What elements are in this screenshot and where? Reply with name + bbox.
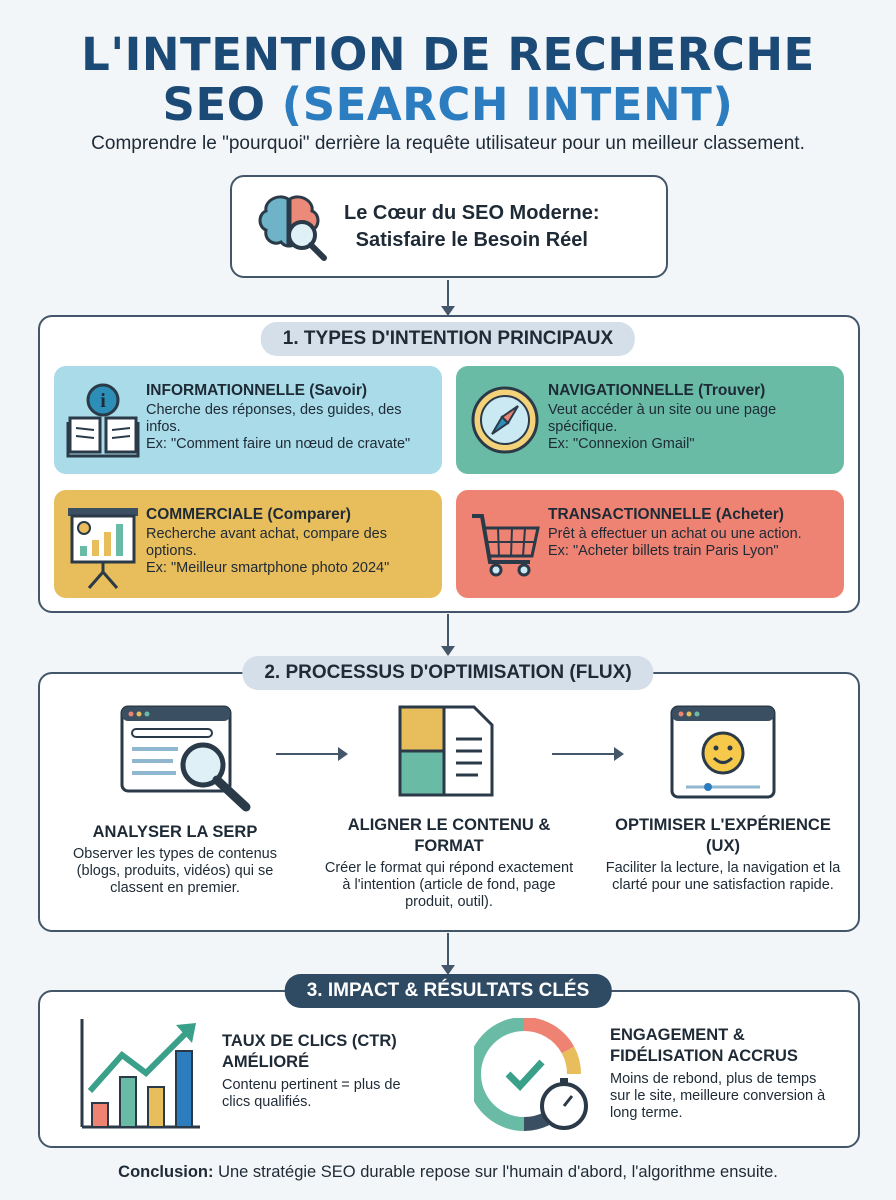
impact-item: ENGAGEMENT & FIDÉLISATION ACCRUS Moins de… bbox=[610, 1025, 830, 1122]
presentation-chart-icon bbox=[66, 502, 146, 598]
browser-search-icon bbox=[120, 705, 251, 812]
impact-item: TAUX DE CLICS (CTR) AMÉLIORÉ Contenu pert… bbox=[222, 1031, 422, 1111]
impact-text: Contenu pertinent = plus de clics qualif… bbox=[222, 1077, 401, 1110]
puzzle-document-icon bbox=[398, 705, 494, 797]
intent-card: i INFORMATIONNELLE (Savoir) Cherche des ré… bbox=[54, 366, 442, 474]
impact-text: Moins de rebond, plus de temps sur le si… bbox=[610, 1071, 826, 1121]
intent-example: Ex: "Comment faire un nœud de cravate" bbox=[146, 436, 411, 452]
flow-arrow bbox=[441, 280, 455, 316]
impact-title: ENGAGEMENT & FIDÉLISATION ACCRUS bbox=[610, 1026, 798, 1065]
section1-label: 1. TYPES D'INTENTION PRINCIPAUX bbox=[260, 322, 636, 356]
intent-card: TRANSACTIONNELLE (Acheter) Prêt à effectu… bbox=[456, 490, 844, 598]
impact-title: TAUX DE CLICS (CTR) AMÉLIORÉ bbox=[222, 1032, 397, 1071]
browser-smiley-icon bbox=[670, 705, 776, 799]
book-info-icon: i bbox=[66, 378, 146, 474]
flow-arrow bbox=[441, 933, 455, 975]
section3-label: 3. IMPACT & RÉSULTATS CLÉS bbox=[284, 974, 612, 1008]
intent-card: NAVIGATIONNELLE (Trouver) Veut accéder à … bbox=[456, 366, 844, 474]
intent-title: TRANSACTIONNELLE (Acheter) bbox=[548, 506, 784, 523]
intent-card: COMMERCIALE (Comparer) Recherche avant ac… bbox=[54, 490, 442, 598]
step-text: Créer le format qui répond exactement à … bbox=[324, 860, 574, 910]
conclusion-text: Une stratégie SEO durable repose sur l'h… bbox=[213, 1163, 778, 1181]
process-step: ALIGNER LE CONTENU & FORMAT Créer le form… bbox=[324, 815, 574, 911]
intent-example: Ex: "Acheter billets train Paris Lyon" bbox=[548, 543, 779, 559]
intent-example: Ex: "Connexion Gmail" bbox=[548, 436, 695, 452]
hero-line2: Satisfaire le Besoin Réel bbox=[355, 228, 588, 251]
process-step: ANALYSER LA SERP Observer les types de co… bbox=[50, 822, 300, 897]
intent-text: Veut accéder à un site ou une page spéci… bbox=[548, 402, 777, 435]
intent-title: COMMERCIALE (Comparer) bbox=[146, 506, 351, 523]
intent-example: Ex: "Meilleur smartphone photo 2024" bbox=[146, 560, 390, 576]
step-title: ALIGNER LE CONTENU & FORMAT bbox=[347, 816, 551, 855]
step-text: Observer les types de contenus (blogs, p… bbox=[73, 846, 277, 896]
intent-text: Prêt à effectuer un achat ou une action. bbox=[548, 526, 802, 542]
brain-magnifier-icon bbox=[258, 194, 327, 261]
step-text: Faciliter la lecture, la navigation et l… bbox=[605, 860, 841, 893]
step-title: ANALYSER LA SERP bbox=[92, 823, 258, 841]
compass-icon bbox=[468, 378, 548, 474]
intent-title: INFORMATIONNELLE (Savoir) bbox=[146, 382, 368, 399]
intent-title: NAVIGATIONNELLE (Trouver) bbox=[548, 382, 766, 399]
subtitle: Comprendre le "pourquoi" derrière la req… bbox=[91, 133, 805, 154]
title-line2: SEO (SEARCH INTENT) bbox=[0, 80, 896, 130]
hero-box: Le Cœur du SEO Moderne: Satisfaire le Bes… bbox=[230, 175, 668, 278]
growth-chart-icon bbox=[80, 1019, 200, 1129]
title-seo: SEO bbox=[162, 78, 266, 131]
conclusion-label: Conclusion: bbox=[118, 1163, 214, 1181]
flow-arrow bbox=[441, 614, 455, 656]
section2-label: 2. PROCESSUS D'OPTIMISATION (FLUX) bbox=[242, 656, 654, 690]
title-line1: L'INTENTION DE RECHERCHE bbox=[81, 28, 815, 81]
step-title: OPTIMISER L'EXPÉRIENCE (UX) bbox=[615, 816, 831, 855]
hero-line1: Le Cœur du SEO Moderne: bbox=[344, 201, 600, 224]
flow-arrow bbox=[276, 747, 348, 761]
flow-arrow bbox=[552, 747, 624, 761]
title-search-intent: (SEARCH INTENT) bbox=[281, 78, 734, 131]
intent-text: Cherche des réponses, des guides, des in… bbox=[146, 402, 402, 435]
gauge-stopwatch-icon bbox=[474, 1018, 588, 1132]
shopping-cart-icon bbox=[468, 502, 548, 598]
process-step: OPTIMISER L'EXPÉRIENCE (UX) Faciliter la … bbox=[598, 815, 848, 894]
intent-text: Recherche avant achat, compare des optio… bbox=[146, 526, 387, 559]
conclusion: Conclusion: Une stratégie SEO durable re… bbox=[0, 1163, 896, 1182]
svg-text:i: i bbox=[100, 390, 106, 412]
